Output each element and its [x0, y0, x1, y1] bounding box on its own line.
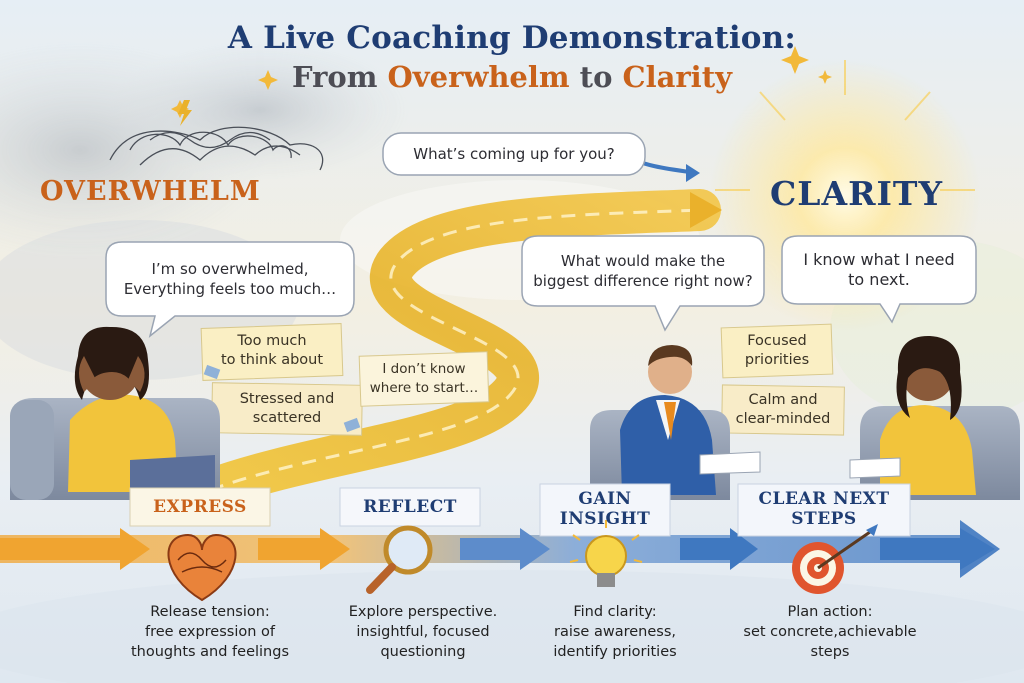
client-right-speech: I know what I need to next.	[803, 250, 955, 289]
speech-bubble-coach	[521, 235, 765, 332]
sticky-notes	[200, 323, 845, 436]
subtitle-prefix: From	[292, 60, 388, 94]
note-stressed: Stressed and scattered	[239, 391, 335, 426]
page-title: A Live Coaching Demonstration:	[227, 20, 797, 56]
step-panels	[129, 483, 911, 537]
lightbulb-icon	[569, 520, 643, 587]
client-left-speech: I’m so overwhelmed, Everything feels too…	[123, 260, 337, 298]
sparkle-icon	[171, 46, 832, 118]
step-clear-description: Plan action: set concrete,achievable ste…	[743, 604, 917, 660]
note-focused: Focused priorities	[744, 333, 810, 368]
clarity-label: CLARITY	[770, 174, 944, 213]
step-insight-description: Find clarity: raise awareness, identify …	[553, 604, 677, 660]
overwhelm-label: OVERWHELM	[40, 176, 261, 207]
step-reflect-description: Explore perspective. insightful, focused…	[348, 604, 498, 660]
golden-path	[189, 189, 722, 511]
note-too-much: Too much to think about	[220, 333, 324, 368]
scribble-storm-icon	[109, 126, 324, 171]
target-icon	[792, 524, 878, 594]
step-reflect-heading: REFLECT	[363, 497, 457, 517]
question-arrowhead	[686, 164, 700, 182]
step-arrows	[0, 528, 995, 570]
subtitle-word-overwhelm: Overwhelm	[387, 60, 570, 94]
speech-bubble-client-left	[105, 241, 355, 338]
subtitle-middle: to	[569, 60, 623, 94]
heart-icon	[167, 533, 237, 602]
step-express-description: Release tension: free expression of thou…	[130, 604, 290, 660]
coach-question-top: What’s coming up for you?	[413, 145, 615, 163]
lightning-icon	[178, 100, 192, 126]
note-dont-know: I don’t know where to start…	[369, 361, 479, 396]
speech-bubble-top	[382, 132, 646, 176]
client-overwhelmed-figure	[10, 326, 220, 500]
subtitle-word-clarity: Clarity	[622, 60, 732, 94]
note-calm: Calm and clear-minded	[735, 392, 831, 427]
client-clear-figure	[849, 335, 1020, 500]
coach-question-mid: What would make the biggest difference r…	[533, 252, 753, 290]
step-clear-heading: CLEAR NEXT STEPS	[758, 489, 890, 529]
coach-figure	[590, 345, 761, 500]
magnifier-icon	[366, 525, 433, 594]
step-express-heading: EXPRESS	[153, 497, 247, 517]
page-subtitle: From Overwhelm to Clarity	[0, 60, 1024, 94]
speech-bubble-client-right	[781, 235, 977, 324]
step-insight-heading: GAIN INSIGHT	[559, 489, 651, 529]
